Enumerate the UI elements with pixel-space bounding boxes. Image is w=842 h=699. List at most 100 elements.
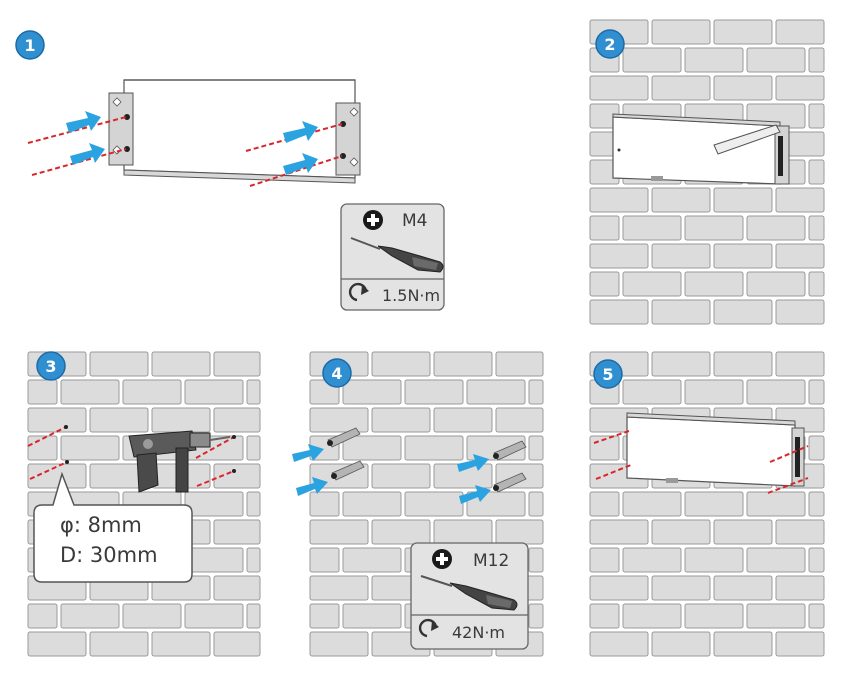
brick (495, 519, 544, 545)
brick (775, 299, 825, 325)
brick (684, 491, 744, 517)
brick (433, 351, 493, 377)
step-number: 4 (331, 364, 342, 383)
brick (746, 491, 806, 517)
brick (151, 631, 211, 657)
brick (589, 491, 620, 517)
brick (713, 519, 773, 545)
plus-circle-icon (432, 549, 452, 569)
brick (342, 379, 402, 405)
brick (27, 631, 87, 657)
step-badge-2: 2 (595, 29, 625, 59)
brick (184, 379, 244, 405)
brick-wall-step5 (589, 351, 825, 657)
brick (651, 19, 711, 45)
brick (309, 407, 369, 433)
brick (651, 351, 711, 377)
brick (775, 631, 825, 657)
brick (246, 491, 261, 517)
brick (27, 379, 58, 405)
brick (589, 631, 649, 657)
screw-size-label: M4 (402, 211, 427, 231)
brick (213, 407, 261, 433)
drill-spec-callout: φ: 8mm D: 30mm (33, 471, 193, 583)
brick (213, 575, 261, 601)
brick (371, 519, 431, 545)
brick (184, 603, 244, 629)
brick (775, 187, 825, 213)
tool-card-m12: M12 42N·m (410, 542, 529, 650)
brick (246, 379, 261, 405)
brick (27, 603, 58, 629)
brick (528, 603, 544, 629)
brick (213, 351, 261, 377)
brick (404, 491, 464, 517)
step-badge-4: 4 (322, 358, 352, 388)
brick (684, 215, 744, 241)
step-badge-5: 5 (593, 359, 623, 389)
step3-drilling: φ: 8mm D: 30mm (27, 425, 236, 583)
brick (713, 631, 773, 657)
brick (746, 379, 806, 405)
brick (808, 271, 825, 297)
brick (589, 575, 649, 601)
step-number: 2 (604, 35, 615, 54)
brick (746, 547, 806, 573)
brick (528, 491, 544, 517)
brick (246, 547, 261, 573)
brick (808, 215, 825, 241)
left-bracket (108, 92, 134, 166)
insert-arrows (66, 111, 318, 175)
brick (309, 547, 340, 573)
brick (684, 547, 744, 573)
brick (213, 463, 261, 489)
screwdriver-icon (420, 575, 518, 611)
brick (713, 19, 773, 45)
brick (309, 631, 369, 657)
brick (808, 47, 825, 73)
brick (775, 519, 825, 545)
brick (775, 575, 825, 601)
brick (713, 351, 773, 377)
step-number: 5 (602, 365, 613, 384)
brick (808, 159, 825, 185)
brick (342, 547, 402, 573)
brick (433, 519, 493, 545)
brick (589, 603, 620, 629)
bolt-arrows (292, 444, 491, 504)
brick (213, 631, 261, 657)
brick (309, 603, 340, 629)
brick (684, 271, 744, 297)
brick (495, 407, 544, 433)
brick (622, 379, 682, 405)
brick (651, 243, 711, 269)
step-number: 1 (24, 36, 35, 55)
hole-diameter-label: φ: 8mm (60, 513, 142, 537)
brick (27, 407, 87, 433)
brick (528, 547, 544, 573)
brick (713, 187, 773, 213)
rotate-icon (348, 282, 369, 302)
brick (371, 463, 431, 489)
torque-label: 42N·m (452, 623, 505, 642)
brick (622, 47, 682, 73)
brick (713, 243, 773, 269)
brick (589, 519, 649, 545)
rotate-icon (418, 618, 439, 638)
brick (808, 435, 825, 461)
step2-device-on-wall (612, 113, 790, 185)
brick (495, 351, 544, 377)
brick (746, 215, 806, 241)
brick (246, 435, 261, 461)
tool-card-m4: M4 1.5N·m (340, 203, 445, 311)
brick (342, 491, 402, 517)
brick (808, 491, 825, 517)
brick (213, 519, 261, 545)
step-number: 3 (45, 357, 56, 376)
brick (808, 379, 825, 405)
brick (775, 75, 825, 101)
brick (404, 379, 464, 405)
drill-icon (128, 430, 231, 493)
brick (651, 631, 711, 657)
step5-device-mounted (593, 412, 809, 494)
